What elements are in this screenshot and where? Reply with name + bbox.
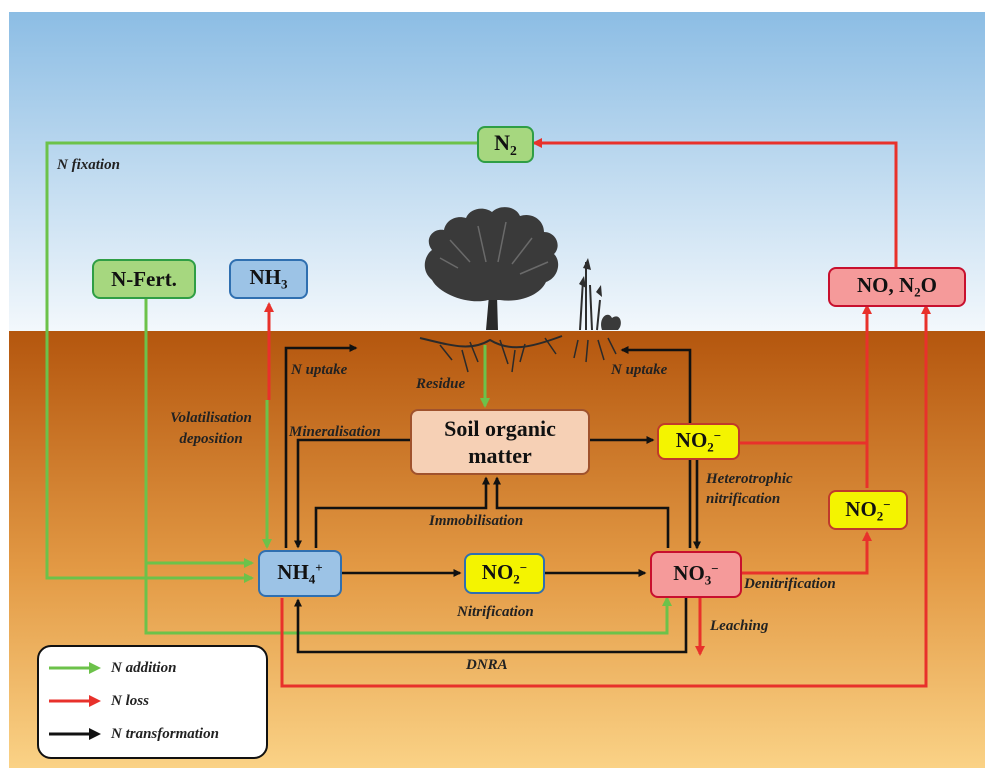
arrow-uptake-left [284,344,358,548]
label-deposition: deposition [179,431,243,447]
arrow-mineralisation [294,438,410,549]
label-leaching: Leaching [710,618,769,634]
node-no2-nitrification: NO2− [464,553,545,594]
label-volatilisation: Volatilisation [170,410,252,426]
label-n-uptake-left: N uptake [291,362,348,378]
legend-arrow-red [49,695,101,707]
label-dnra: DNRA [466,657,508,673]
node-no3: NO3− [650,551,742,598]
legend-item-transformation: N transformation [47,722,219,746]
legend-label-transformation: N transformation [111,725,219,742]
tree-illustration [419,207,563,373]
arrow-fert-to-no3 [144,545,672,635]
legend-item-addition: N addition [47,656,176,680]
plants-illustration [573,258,621,363]
label-immobilisation: Immobilisation [429,513,524,529]
legend: N addition N loss N transformation [37,645,268,759]
node-n-fertilizer: N-Fert. [92,259,196,299]
legend-label-addition: N addition [111,659,177,676]
arrow-gas-to-n2 [532,138,898,268]
arrow-uptake-right [620,346,692,548]
arrow-immobilisation-no3 [493,476,670,548]
label-heterotrophic-nitrification: Heterotrophic nitrification [706,471,793,508]
label-mineralisation: Mineralisation [289,424,381,440]
arrow-dnra [294,598,688,654]
node-nh3: NH3 [229,259,308,299]
label-heterotrophic: Heterotrophic [706,471,793,487]
node-nh4: NH4+ [258,550,342,597]
label-residue: Residue [416,376,466,392]
legend-arrow-green [49,662,101,674]
node-no2-denitrification: NO2− [828,490,908,530]
node-n2: N2 [477,126,534,163]
arrow-nh4-to-gas [280,304,931,688]
node-soil-organic-matter: Soil organic matter [410,409,590,475]
label-n-fixation: N fixation [57,157,120,173]
legend-arrow-black [49,728,101,740]
label-denitrification: Denitrification [744,576,836,592]
node-no2-heterotrophic: NO2− [657,423,740,460]
label-nitrification-2: nitrification [706,491,781,507]
label-nitrification: Nitrification [457,604,534,620]
label-volatilisation-deposition: Volatilisation deposition [156,410,266,448]
legend-label-loss: N loss [111,692,149,709]
node-no-n2o: NO, N2O [828,267,966,307]
arrow-n-fixation [45,141,477,583]
arrow-immobilisation-nh4 [314,476,490,548]
label-n-uptake-right: N uptake [611,362,668,378]
legend-item-loss: N loss [47,689,149,713]
arrow-denitrification [742,531,872,575]
